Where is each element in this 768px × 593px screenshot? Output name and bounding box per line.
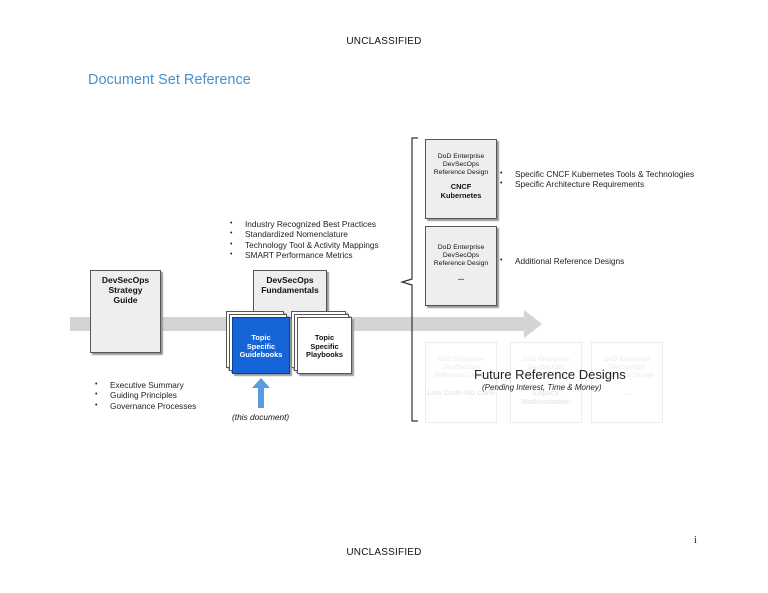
playbooks-line2: Specific xyxy=(310,341,339,351)
cncf-kubernetes-box: DoD Enterprise DevSecOps Reference Desig… xyxy=(425,139,497,219)
ref-header-line3: Reference Design xyxy=(433,260,489,268)
fundamentals-bullets: Industry Recognized Best Practices Stand… xyxy=(229,219,379,261)
ref-header-line2: DevSecOps xyxy=(608,364,646,372)
ref-header-line2: DevSecOps xyxy=(442,161,480,169)
classification-banner-top: UNCLASSIFIED xyxy=(346,36,422,47)
ref-header-line2: DevSecOps xyxy=(527,364,565,372)
ref-header-line1: DoD Enterprise xyxy=(437,356,485,363)
guidebooks-line3: Guidebooks xyxy=(239,350,283,360)
up-arrow-icon xyxy=(252,378,270,408)
page-number: i xyxy=(694,535,697,546)
fundamentals-line2: Fundamentals xyxy=(261,284,319,295)
playbooks-line1: Topic xyxy=(314,333,335,342)
strategy-guide-line1: DevSecOps xyxy=(101,275,150,285)
fundamentals-box: DevSecOps Fundamentals xyxy=(253,270,327,318)
bullet-item: Technology Tool & Activity Mappings xyxy=(229,240,379,251)
future-box-other: DoD Enterprise DevSecOps Reference Desig… xyxy=(591,342,663,423)
future-designs-title: Future Reference Designs xyxy=(474,367,626,382)
bullet-item: Specific CNCF Kubernetes Tools & Technol… xyxy=(499,169,694,180)
ref-header-line2: DevSecOps xyxy=(442,252,480,260)
future-designs-subtitle: (Pending Interest, Time & Money) xyxy=(482,383,602,392)
future-box-label: Low Code-No Code xyxy=(426,388,496,398)
ref-header-line1: DoD Enterprise xyxy=(437,153,485,160)
bullet-item: Executive Summary xyxy=(94,380,196,391)
bullet-item: Specific Architecture Requirements xyxy=(499,179,694,190)
ref-header-line3: Reference Design xyxy=(518,372,574,380)
guidebooks-box: Topic Specific Guidebooks xyxy=(232,317,290,374)
bullet-item: Industry Recognized Best Practices xyxy=(229,219,379,230)
cncf-bullets: Specific CNCF Kubernetes Tools & Technol… xyxy=(499,169,694,190)
ref-header-line1: DoD Enterprise xyxy=(437,244,485,251)
timeline-arrow-head xyxy=(524,310,542,338)
guidebooks-line1: Topic xyxy=(251,333,271,342)
bullet-item: Governance Processes xyxy=(94,401,196,412)
bullet-item: Additional Reference Designs xyxy=(499,256,624,267)
additional-bullets: Additional Reference Designs xyxy=(499,256,624,267)
ref-header-line3: Reference Design xyxy=(599,372,655,380)
strategy-guide-box: DevSecOps Strategy Guide xyxy=(90,270,161,353)
future-box-legacy: DoD Enterprise DevSecOps Reference Desig… xyxy=(510,342,582,423)
future-box-label: ... xyxy=(623,388,631,398)
classification-banner-bottom: UNCLASSIFIED xyxy=(346,547,422,558)
ref-header-line3: Reference Design xyxy=(433,372,489,380)
ref-header-line3: Reference Design xyxy=(433,169,489,177)
additional-box-label: ... xyxy=(457,273,465,283)
ref-header-line2: DevSecOps xyxy=(442,364,480,372)
future-box-label: Legacy Modernization xyxy=(520,388,572,406)
strategy-guide-line2: Strategy xyxy=(108,284,143,295)
bullet-item: Guiding Principles xyxy=(94,390,196,401)
reference-designs-bracket xyxy=(399,137,418,422)
ref-header-line1: DoD Enterprise xyxy=(603,356,651,363)
bullet-item: SMART Performance Metrics xyxy=(229,250,379,261)
strategy-bullets: Executive Summary Guiding Principles Gov… xyxy=(94,380,196,412)
fundamentals-line1: DevSecOps xyxy=(266,275,314,285)
bullet-item: Standardized Nomenclature xyxy=(229,229,379,240)
strategy-guide-line3: Guide xyxy=(113,294,138,305)
future-box-low-code: DoD Enterprise DevSecOps Reference Desig… xyxy=(425,342,497,423)
cncf-line2: Kubernetes xyxy=(440,190,482,200)
page-title: Document Set Reference xyxy=(88,72,251,88)
guidebooks-line2: Specific xyxy=(246,341,276,351)
playbooks-line3: Playbooks xyxy=(306,350,343,360)
playbooks-box: Topic Specific Playbooks xyxy=(297,317,352,374)
cncf-line1: CNCF xyxy=(450,182,472,192)
ref-header-line1: DoD Enterprise xyxy=(522,356,570,363)
this-document-caption: (this document) xyxy=(232,412,290,422)
additional-reference-box: DoD Enterprise DevSecOps Reference Desig… xyxy=(425,226,497,306)
